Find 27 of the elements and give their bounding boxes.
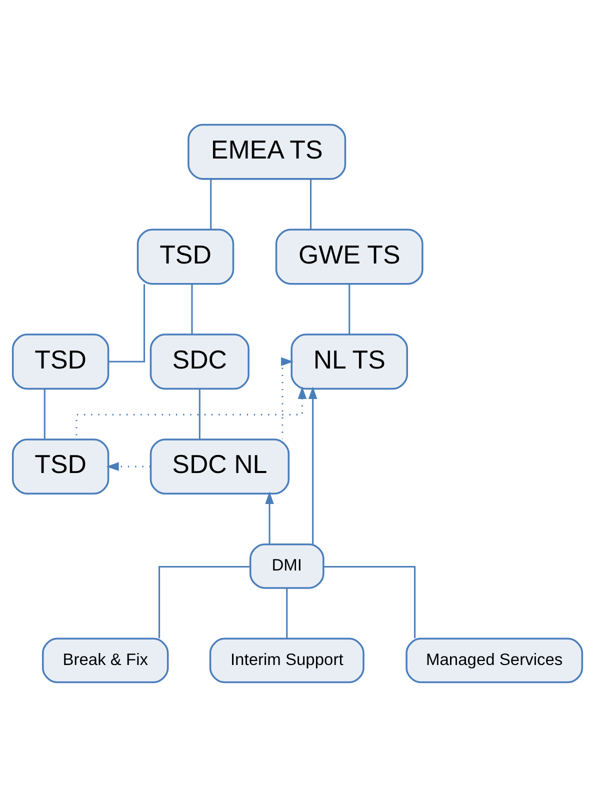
node-box: NL TS bbox=[290, 334, 408, 390]
node-box: TSD bbox=[12, 438, 110, 495]
node-box: Break & Fix bbox=[42, 638, 169, 684]
arrow bbox=[281, 357, 294, 439]
node-box: SDC bbox=[150, 334, 250, 390]
connector bbox=[348, 284, 350, 334]
connector bbox=[286, 588, 288, 638]
connector bbox=[324, 566, 416, 638]
arrow bbox=[308, 386, 318, 544]
arrow bbox=[106, 462, 150, 471]
arrow bbox=[76, 386, 307, 440]
node-box: DMI bbox=[249, 543, 324, 589]
node-box: Managed Services bbox=[406, 638, 584, 684]
node-box: GWE TS bbox=[275, 228, 424, 285]
node-box: TSD bbox=[136, 228, 234, 285]
connector bbox=[158, 566, 250, 638]
connector bbox=[108, 284, 146, 362]
arrow bbox=[265, 491, 274, 544]
connector bbox=[310, 179, 312, 230]
node-box: TSD bbox=[12, 334, 110, 390]
connector bbox=[44, 389, 46, 440]
node-box: EMEA TS bbox=[188, 124, 346, 180]
node-box: SDC NL bbox=[150, 438, 290, 495]
connector bbox=[210, 179, 212, 230]
connector bbox=[191, 284, 193, 334]
connector bbox=[198, 389, 200, 440]
node-box: Interim Support bbox=[209, 638, 364, 684]
